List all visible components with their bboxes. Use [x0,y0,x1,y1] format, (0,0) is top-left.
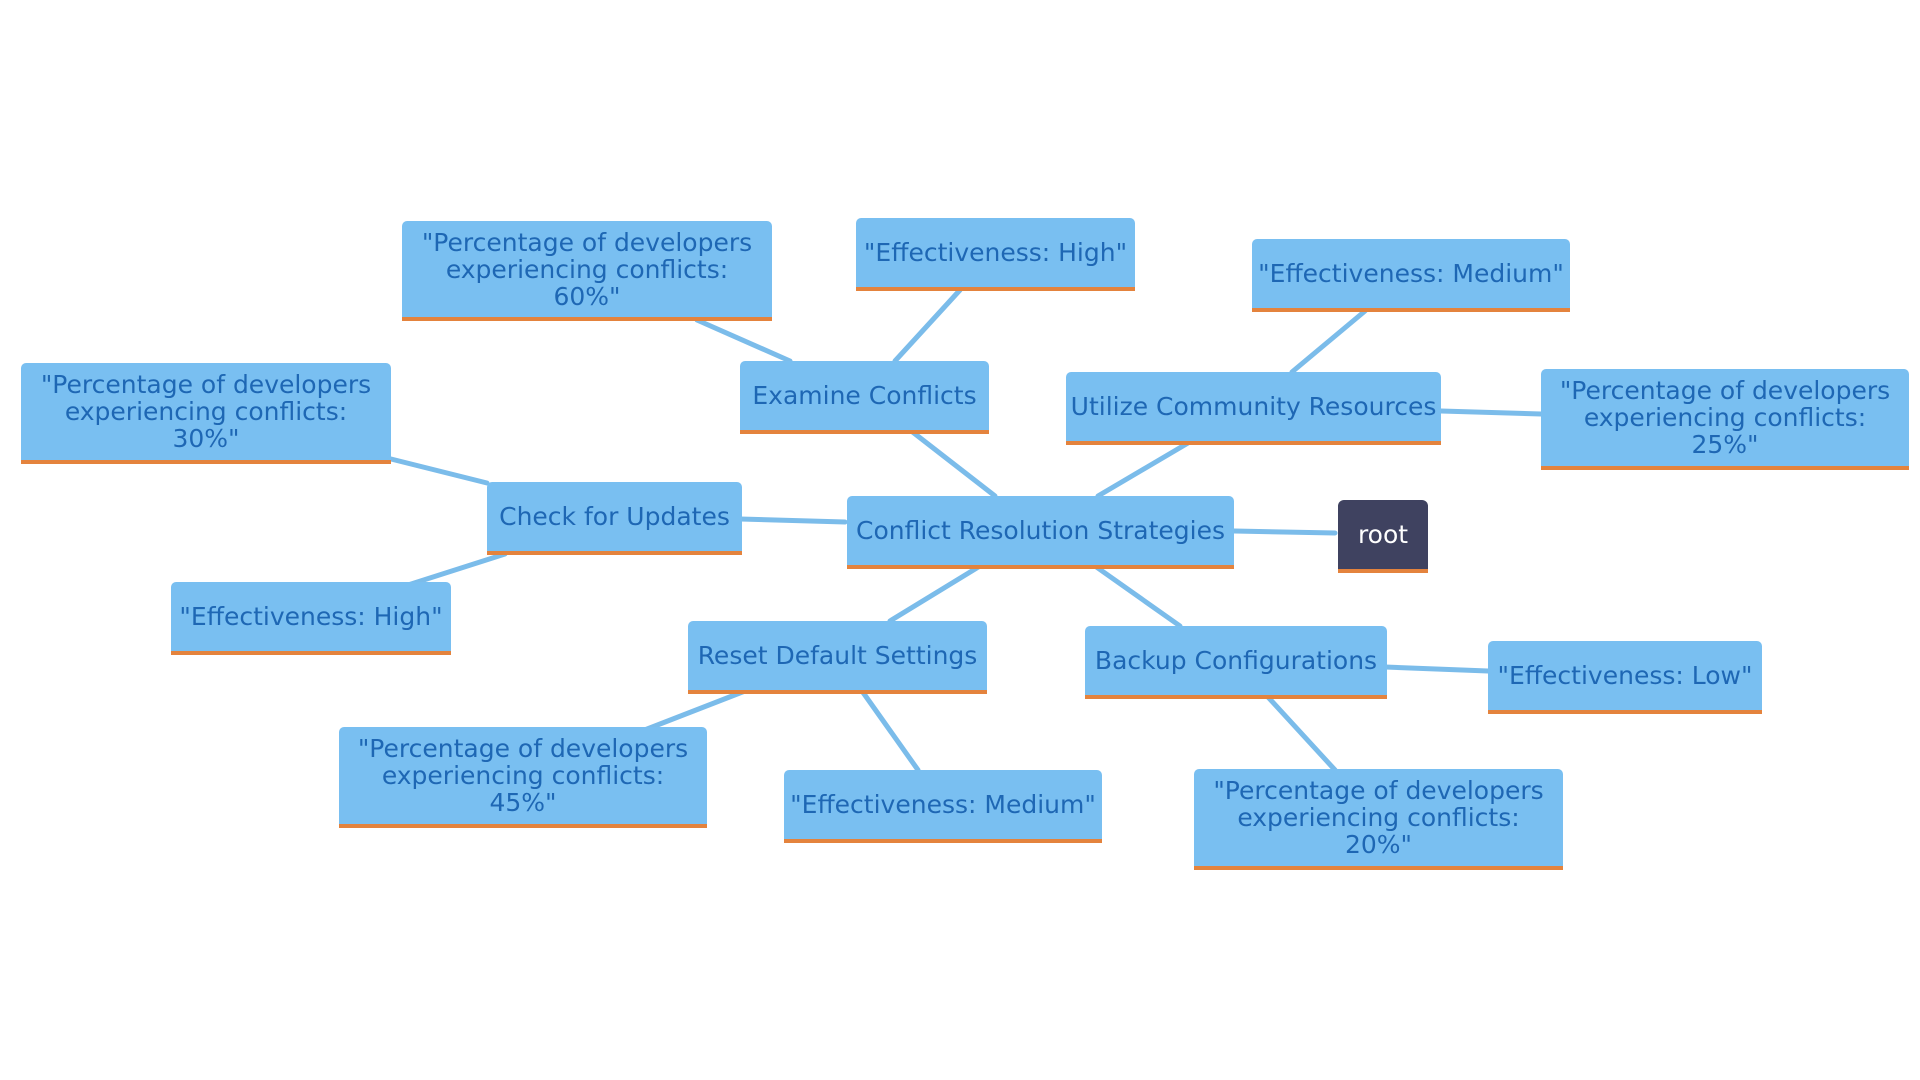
branch-node-backup-configurations[interactable]: Backup Configurations [1085,626,1387,699]
leaf-node-updates-percentage[interactable]: "Percentage of developers experiencing c… [21,363,391,464]
leaf-label: "Effectiveness: High" [863,238,1128,267]
edge-center-reset [887,563,983,624]
branch-node-examine-conflicts[interactable]: Examine Conflicts [740,361,989,434]
leaf-label: "Percentage of developers experiencing c… [357,734,689,817]
leaf-label: "Percentage of developers experiencing c… [1213,776,1544,859]
edge-center-backup [1092,563,1183,629]
edge-center-examine [907,427,998,499]
edge-updates-effectiveness [405,551,508,588]
edge-center-community [1095,440,1191,499]
branch-label: Check for Updates [499,502,730,531]
edge-community-effectiveness [1289,308,1368,375]
edge-reset-effectiveness [859,688,921,773]
edge-backup-percentage [1265,694,1338,773]
leaf-node-community-effectiveness[interactable]: "Effectiveness: Medium" [1252,239,1570,312]
branch-node-check-for-updates[interactable]: Check for Updates [487,482,742,555]
leaf-label: "Percentage of developers experiencing c… [1559,376,1891,459]
branch-label: Reset Default Settings [697,641,978,670]
center-node[interactable]: Conflict Resolution Strategies [847,496,1234,569]
edge-root-center [1231,528,1338,536]
leaf-node-backup-effectiveness[interactable]: "Effectiveness: Low" [1488,641,1762,714]
edge-examine-effectiveness [892,287,963,364]
branch-node-reset-default-settings[interactable]: Reset Default Settings [688,621,987,694]
branch-label: Utilize Community Resources [1070,392,1437,421]
root-node[interactable]: root [1338,500,1428,573]
edge-updates-percentage [388,456,490,486]
leaf-label: "Effectiveness: Low" [1497,661,1753,690]
leaf-node-community-percentage[interactable]: "Percentage of developers experiencing c… [1541,369,1909,470]
leaf-label: "Effectiveness: Medium" [790,790,1096,819]
leaf-node-examine-effectiveness[interactable]: "Effectiveness: High" [856,218,1135,291]
leaf-node-updates-effectiveness[interactable]: "Effectiveness: High" [171,582,451,655]
edge-center-updates [737,516,848,525]
leaf-node-backup-percentage[interactable]: "Percentage of developers experiencing c… [1194,769,1563,870]
branch-label: Examine Conflicts [752,381,977,410]
root-label: root [1357,520,1409,549]
leaf-node-reset-effectiveness[interactable]: "Effectiveness: Medium" [784,770,1102,843]
leaf-label: "Percentage of developers experiencing c… [40,370,372,453]
leaf-node-reset-percentage[interactable]: "Percentage of developers experiencing c… [339,727,707,828]
edge-examine-percentage [694,317,793,364]
branch-node-utilize-community-resources[interactable]: Utilize Community Resources [1066,372,1441,445]
edge-reset-percentage [639,688,748,734]
branch-label: Backup Configurations [1094,646,1378,675]
edge-backup-effectiveness [1382,664,1491,674]
leaf-label: "Effectiveness: Medium" [1258,259,1564,288]
leaf-label: "Percentage of developers experiencing c… [421,227,753,311]
edge-community-percentage [1438,408,1544,417]
center-label: Conflict Resolution Strategies [855,516,1226,545]
leaf-node-examine-percentage[interactable]: "Percentage of developers experiencing c… [402,221,772,321]
leaf-label: "Effectiveness: High" [179,602,443,631]
